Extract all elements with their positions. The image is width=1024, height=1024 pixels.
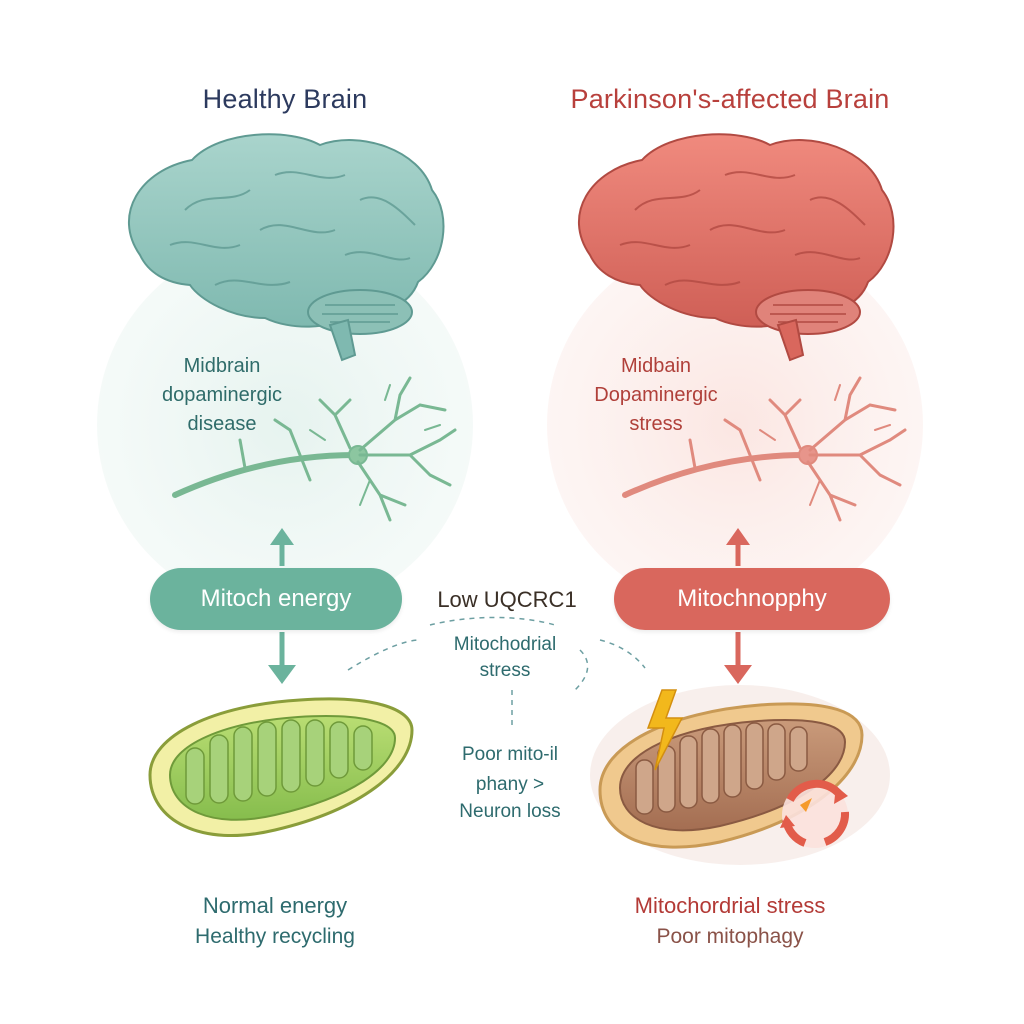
disease-caption-stress: Mitochordrial stress: [634, 893, 826, 918]
center-step-mitophagy-line-1: Poor mito-il: [461, 744, 559, 765]
healthy-region-line-3: disease: [187, 413, 257, 435]
healthy-caption-energy: Normal energy: [202, 893, 348, 918]
broken-recycling-icon: [780, 779, 850, 848]
disease-caption-mitophagy: Poor mitophagy: [656, 925, 804, 948]
healthy-region-line-1: Midbrain: [183, 355, 261, 377]
disease-brain-title: Parkinson's-affected Brain: [570, 84, 890, 114]
healthy-process-label: Mitoch energy: [200, 585, 352, 612]
disease-process-pill: Mitochnopphy: [614, 568, 890, 630]
disease-neuron-icon: [622, 376, 907, 522]
healthy-region-line-2: dopaminergic: [161, 384, 283, 406]
disease-region-line-1: Midbain: [620, 355, 692, 377]
healthy-process-pill: Mitoch energy: [150, 568, 402, 630]
lightning-icon: [646, 689, 684, 771]
healthy-region-label: Midbrain dopaminergic disease: [112, 352, 332, 439]
healthy-mitochondrion-icon: [148, 697, 414, 838]
center-step-stress-line-1: Mitochodrial: [453, 634, 557, 655]
disease-region-line-2: Dopaminergic: [594, 384, 718, 406]
center-step-neuron-loss: Neuron loss: [459, 801, 561, 822]
healthy-flow-arrows: [268, 528, 296, 684]
low-uqcrc1-label: Low UQCRC1: [437, 587, 577, 612]
disease-brain-icon: [578, 133, 895, 362]
disease-mitochondrion-icon: [590, 685, 890, 865]
disease-flow-arrows: [724, 528, 752, 684]
center-step-mitophagy: Poor mito-il phany >: [420, 740, 600, 800]
center-connectors: [347, 616, 646, 730]
center-step-mitophagy-line-2: phany >: [475, 774, 545, 795]
disease-process-label: Mitochnopphy: [677, 585, 827, 612]
disease-region-line-3: stress: [629, 413, 683, 435]
center-step-stress: Mitochodrial stress: [405, 632, 605, 684]
healthy-neuron-icon: [172, 376, 457, 522]
center-step-stress-line-2: stress: [479, 660, 531, 681]
disease-region-label: Midbain Dopaminergic stress: [546, 352, 766, 439]
healthy-brain-title: Healthy Brain: [202, 84, 368, 114]
healthy-caption-recycling: Healthy recycling: [195, 925, 355, 948]
healthy-brain-icon: [128, 133, 445, 362]
